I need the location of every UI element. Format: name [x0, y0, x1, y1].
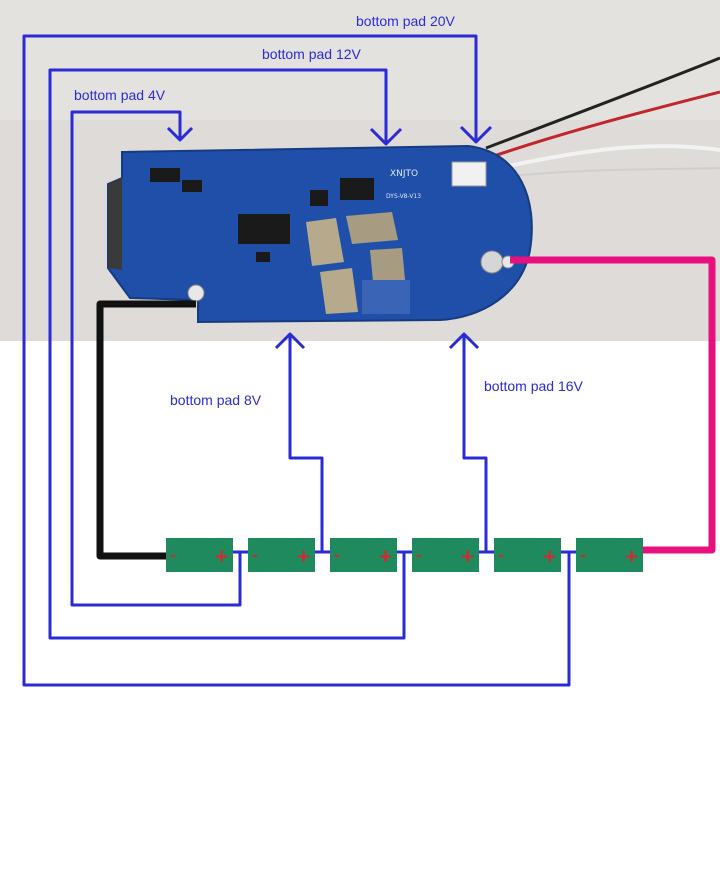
- battery-cell-5: - +: [494, 538, 561, 572]
- cable-red: [487, 90, 720, 160]
- label-pad-4v: bottom pad 4V: [74, 87, 166, 103]
- pcb-chip: [310, 190, 328, 206]
- pcb-chip: [256, 252, 270, 262]
- cell-positive-sign: +: [296, 546, 311, 567]
- pcb-metal-tab: [306, 218, 344, 266]
- arrow-icon: [459, 125, 493, 144]
- negative-wire: [96, 300, 196, 560]
- cell-positive-sign: +: [378, 546, 393, 567]
- tap-wire-20v: [22, 34, 571, 687]
- pcb-metal-tab: [346, 212, 398, 244]
- photo-background-upper: [0, 0, 720, 120]
- pcb-chip: [340, 178, 374, 200]
- battery-cell-4: - +: [412, 538, 479, 572]
- tap-wire-16v: [462, 334, 488, 552]
- arrow-icon: [448, 332, 480, 350]
- arrow-icon: [274, 332, 306, 350]
- battery-cell-2: - +: [248, 538, 315, 572]
- pcb-chip: [150, 168, 180, 182]
- pcb-mount-hole: [480, 250, 504, 274]
- arrow-icon: [166, 126, 194, 142]
- cell-positive-sign: +: [214, 546, 229, 567]
- pcb-metal-tab: [320, 268, 358, 314]
- cell-positive-sign: +: [624, 546, 639, 567]
- label-pad-12v: bottom pad 12V: [262, 46, 362, 62]
- cell-negative-sign: -: [334, 548, 340, 564]
- pcb-test-grid: [362, 280, 410, 314]
- positive-wire: [510, 256, 716, 554]
- pcb-connector: [451, 161, 487, 187]
- cell-negative-sign: -: [416, 548, 422, 564]
- pcb-board: XNJTO DYS-V8-V13: [107, 144, 533, 324]
- arrow-icon: [369, 127, 403, 146]
- cell-negative-sign: -: [252, 548, 258, 564]
- pcb-brand-text: XNJTO: [390, 169, 418, 179]
- cell-negative-sign: -: [498, 548, 504, 564]
- pcb-chip-main: [238, 214, 290, 244]
- battery-cell-3: - +: [330, 538, 397, 572]
- label-pad-8v: bottom pad 8V: [170, 392, 262, 408]
- tap-wire-12v: [48, 68, 406, 640]
- battery-cells: - + - + - + - + - + - +: [166, 538, 643, 572]
- cable-white: [489, 144, 720, 172]
- tap-wire-8v: [288, 334, 324, 552]
- pcb-chip: [182, 180, 202, 192]
- label-pad-16v: bottom pad 16V: [484, 378, 584, 394]
- cell-negative-sign: -: [170, 548, 176, 564]
- cell-negative-sign: -: [580, 548, 586, 564]
- cable-black: [485, 56, 720, 150]
- pcb-mount-hole: [187, 284, 205, 302]
- pcb-model-text: DYS-V8-V13: [386, 193, 421, 200]
- label-pad-20v: bottom pad 20V: [356, 13, 456, 29]
- battery-cell-6: - +: [576, 538, 643, 572]
- battery-cell-1: - +: [166, 538, 233, 572]
- cell-positive-sign: +: [542, 546, 557, 567]
- cell-positive-sign: +: [460, 546, 475, 567]
- tap-wire-4v: [70, 110, 242, 607]
- cable-white-2: [491, 167, 720, 179]
